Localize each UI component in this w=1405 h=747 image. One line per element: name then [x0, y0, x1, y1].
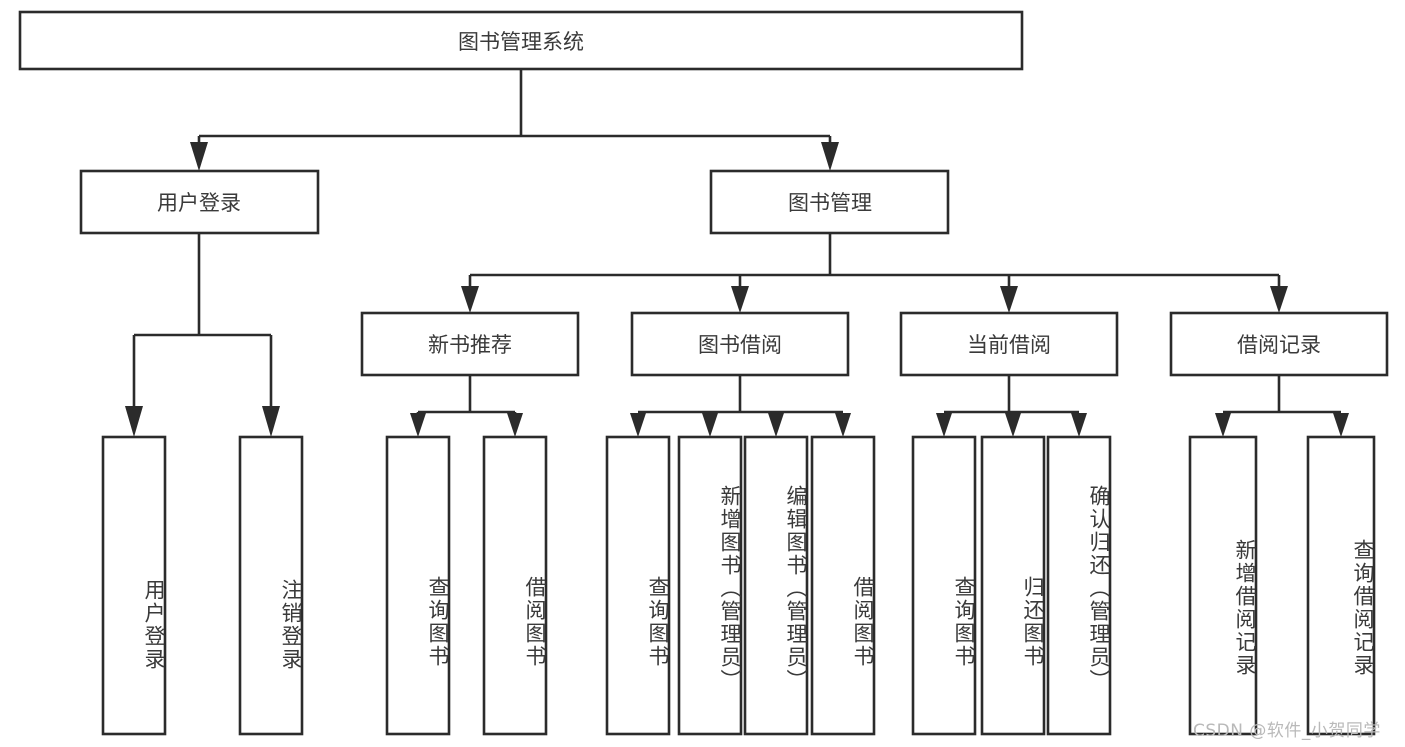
arrow-head-current-borrow: [1000, 286, 1018, 313]
arrow-head-book-borrow: [731, 286, 749, 313]
csdn-watermark: CSDN @软件_小贺同学: [1193, 721, 1381, 741]
node-leaf-user-login-box[interactable]: [101, 435, 167, 736]
node-root-box[interactable]: [18, 10, 1024, 71]
node-user-login-box[interactable]: [79, 169, 320, 235]
arrow-head-leaf-return-book: [1005, 413, 1021, 437]
leaf-boxes: [101, 435, 1376, 736]
arrow-head-leaf-user-login: [125, 406, 143, 437]
node-current-borrow[interactable]: 当前借阅: [899, 311, 1119, 377]
arrow-head-leaf-query-book-1: [410, 413, 426, 437]
edge-group-book-manage: [461, 233, 1288, 313]
node-new-book-recommend-box[interactable]: [360, 311, 580, 377]
arrow-head-leaf-confirm-return-admin: [1071, 413, 1087, 437]
node-book-manage[interactable]: 图书管理: [709, 169, 950, 235]
node-borrow-record[interactable]: 借阅记录: [1169, 311, 1389, 377]
edge-group-user-login: [125, 233, 280, 437]
arrow-head-book-manage: [821, 142, 839, 171]
node-leaf-query-book-1-box[interactable]: [385, 435, 451, 736]
arrow-head-leaf-logout-login: [262, 406, 280, 437]
node-root-label: 图书管理系统: [458, 30, 584, 54]
node-borrow-record-box[interactable]: [1169, 311, 1389, 377]
node-user-login[interactable]: 用户登录: [79, 169, 320, 235]
arrow-head-leaf-borrow-book-2: [835, 413, 851, 437]
edge-group-current-borrow: [936, 375, 1087, 437]
node-leaf-query-book-3-box[interactable]: [911, 435, 977, 736]
arrow-head-user-login: [190, 142, 208, 171]
arrow-head-leaf-edit-book-admin: [768, 413, 784, 437]
node-borrow-record-label: 借阅记录: [1237, 333, 1321, 357]
node-book-manage-label: 图书管理: [788, 191, 872, 215]
node-root[interactable]: 图书管理系统: [18, 10, 1024, 71]
edge-group-root: [190, 69, 839, 171]
node-leaf-logout-login-box[interactable]: [238, 435, 304, 736]
arrow-head-leaf-borrow-book-1: [507, 413, 523, 437]
node-leaf-borrow-book-1-box[interactable]: [482, 435, 548, 736]
node-leaf-confirm-return-admin-box[interactable]: [1046, 435, 1112, 736]
arrow-head-borrow-record: [1270, 286, 1288, 313]
node-leaf-add-borrow-record-box[interactable]: [1188, 435, 1258, 736]
node-leaf-query-borrow-record-box[interactable]: [1306, 435, 1376, 736]
edge-group-borrow-record: [1215, 375, 1349, 437]
node-current-borrow-label: 当前借阅: [967, 333, 1051, 357]
node-new-book-recommend-label: 新书推荐: [428, 333, 512, 357]
node-book-borrow[interactable]: 图书借阅: [630, 311, 850, 377]
node-leaf-edit-book-admin-box[interactable]: [743, 435, 809, 736]
node-book-borrow-box[interactable]: [630, 311, 850, 377]
node-leaf-borrow-book-2-box[interactable]: [810, 435, 876, 736]
node-leaf-query-book-2-box[interactable]: [605, 435, 671, 736]
edge-group-new-book-recommend: [410, 375, 523, 437]
node-current-borrow-box[interactable]: [899, 311, 1119, 377]
node-user-login-label: 用户登录: [157, 191, 241, 215]
node-book-borrow-label: 图书借阅: [698, 333, 782, 357]
node-new-book-recommend[interactable]: 新书推荐: [360, 311, 580, 377]
arrow-head-leaf-query-book-3: [936, 413, 952, 437]
arrow-head-leaf-query-borrow-record: [1333, 413, 1349, 437]
arrow-head-new-book-recommend: [461, 286, 479, 313]
edge-group-book-borrow: [630, 375, 851, 437]
node-book-manage-box[interactable]: [709, 169, 950, 235]
node-leaf-return-book-box[interactable]: [980, 435, 1046, 736]
node-leaf-add-book-admin-box[interactable]: [677, 435, 743, 736]
arrow-head-leaf-add-borrow-record: [1215, 413, 1231, 437]
arrow-head-leaf-query-book-2: [630, 413, 646, 437]
arrow-head-leaf-add-book-admin: [702, 413, 718, 437]
